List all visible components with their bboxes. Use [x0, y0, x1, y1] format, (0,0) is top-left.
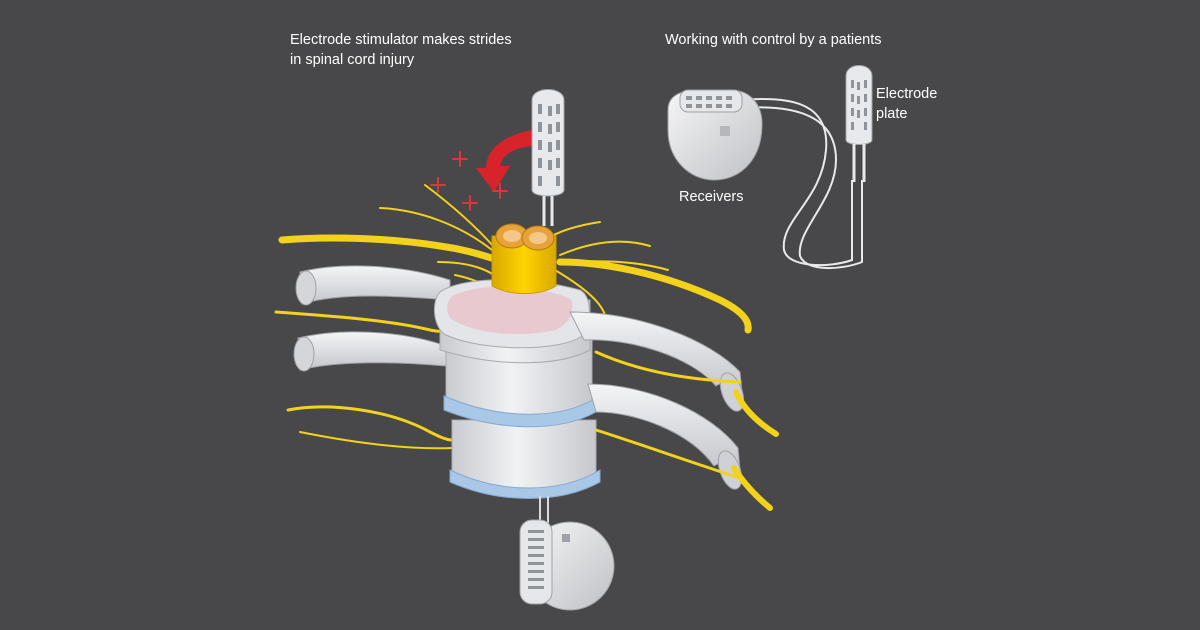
plus-signs: [430, 151, 508, 211]
right-processes: [569, 311, 745, 490]
lead-wires: [739, 97, 863, 270]
heading-left-line2: in spinal cord injury: [290, 52, 415, 68]
heading-left: Electrode stimulator makes strides in sp…: [290, 30, 512, 70]
electrode-plate-label: Electrode plate: [876, 84, 937, 124]
heading-left-line1: Electrode stimulator makes strides: [290, 32, 512, 48]
receiver-device: [667, 89, 763, 181]
implanted-receiver: [519, 496, 615, 611]
vertebra: [434, 279, 601, 499]
left-processes: [293, 265, 451, 372]
heading-right: Working with control by a patients: [665, 32, 882, 48]
electrode-plate-label-line2: plate: [876, 106, 908, 122]
electrode-plate: [845, 65, 873, 182]
nerve-branches-back: [278, 184, 752, 334]
electrode-paddle: [531, 89, 565, 226]
receivers-label: Receivers: [679, 189, 744, 205]
spinal-cord: [491, 223, 557, 294]
electrode-plate-label-line1: Electrode: [876, 86, 938, 102]
nerve-branches-right: [594, 350, 779, 511]
stimulation-arrow: [476, 130, 532, 192]
